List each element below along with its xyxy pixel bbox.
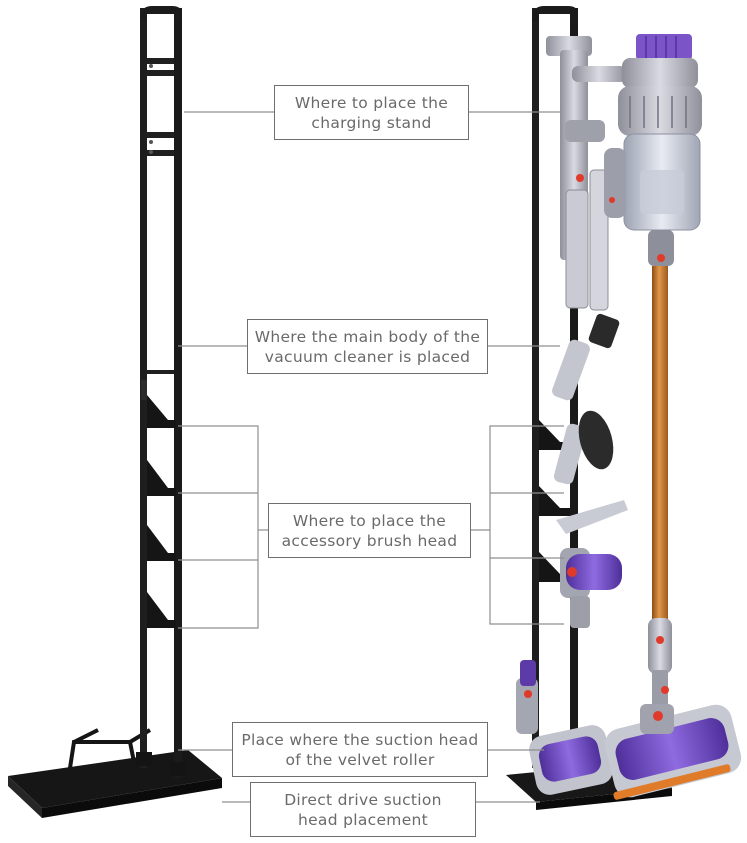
callout-accessory-brush: Where to place the accessory brush head [268,503,471,558]
callout-charging-line1: Where to place the [294,93,449,112]
vacuum-wand [648,266,672,710]
callout-brush-line1: Where to place the [292,511,447,530]
callout-velvet-line2: of the velvet roller [285,750,435,769]
charging-dock [546,36,626,311]
callout-direct-drive: Direct drive suction head placement [250,782,476,837]
callout-charging-line2: charging stand [311,113,432,132]
callout-charging-stand: Where to place the charging stand [274,85,469,140]
callout-main-body-line1: Where the main body of the [254,327,481,346]
accessory-brush-heads [516,313,628,734]
stand-top-arch [140,6,182,20]
callout-direct-line2: head placement [297,810,429,829]
callout-direct-line1: Direct drive suction [284,790,442,809]
callout-main-body: Where the main body of the vacuum cleane… [247,319,488,374]
callout-velvet-line1: Place where the suction head [241,730,479,749]
callout-brush-line2: accessory brush head [281,531,458,550]
stand-base-plate [8,750,222,808]
floor-cleaner-heads [529,704,742,800]
accessory-hooks [147,395,176,628]
leader-lines [178,111,564,803]
stand-post-front [174,8,182,778]
vacuum-main-body [604,34,702,266]
callout-main-body-line2: vacuum cleaner is placed [264,347,471,366]
empty-stand [8,6,222,818]
callout-velvet-roller: Place where the suction head of the velv… [232,722,488,777]
